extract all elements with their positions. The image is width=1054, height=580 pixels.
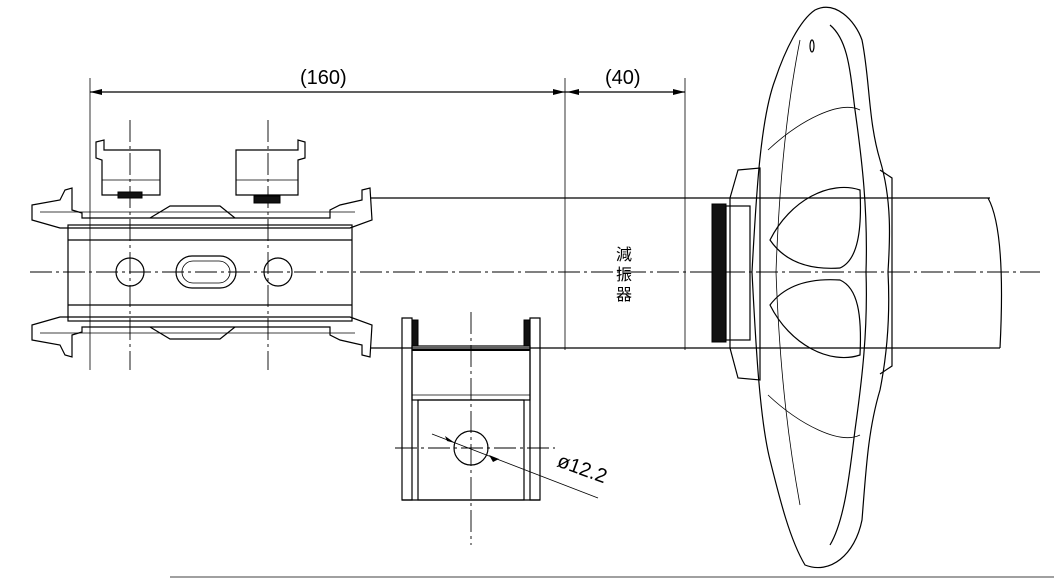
dimension-40: (40) bbox=[565, 67, 686, 350]
label-char-1: 減 bbox=[616, 245, 632, 264]
label-char-2: 振 bbox=[616, 265, 632, 284]
damper-body bbox=[370, 197, 1003, 349]
dimension-40-label: (40) bbox=[605, 67, 641, 89]
spring-seat bbox=[711, 6, 893, 569]
label-char-3: 器 bbox=[616, 285, 632, 304]
dimension-160-label: (160) bbox=[300, 67, 347, 89]
damper-label: 減 振 器 bbox=[616, 245, 632, 304]
hole-diameter-label: ø12.2 bbox=[554, 450, 610, 488]
lower-bracket: ø12.2 bbox=[395, 312, 610, 545]
upper-mount bbox=[31, 120, 373, 370]
